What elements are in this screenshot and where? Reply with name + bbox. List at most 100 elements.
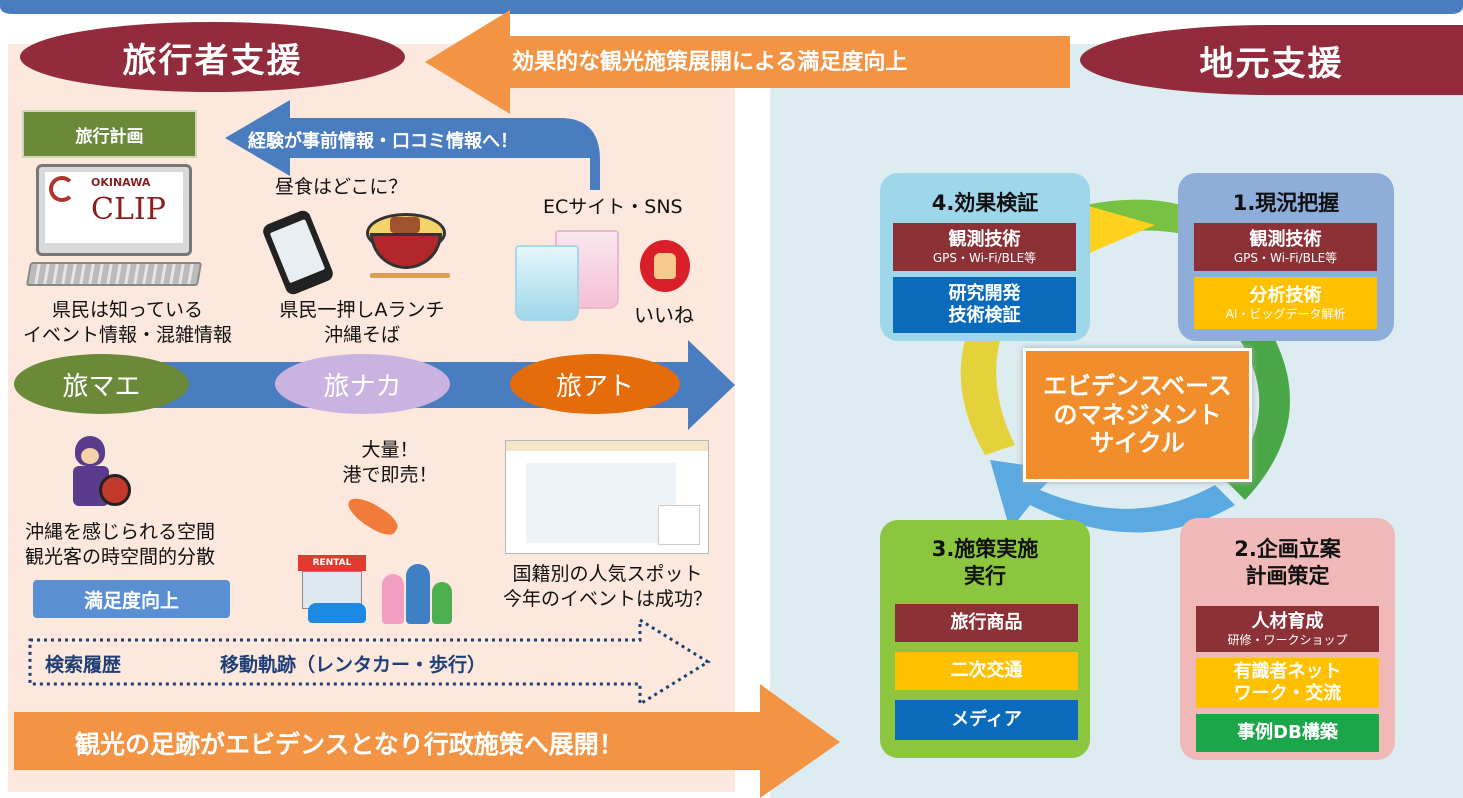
lunch-question: 昼食はどこに？ (275, 176, 408, 198)
map-land (526, 463, 676, 543)
rental-sign-text: RENTAL (312, 558, 352, 568)
step3-box3-label: メディア (951, 709, 1022, 731)
step3-panel: 3.施策実施 実行 旅行商品 二次交通 メディア (880, 520, 1090, 758)
travel-plan-label: 旅行計画 (22, 110, 197, 158)
step2-box3-label: 事例DB構築 (1237, 722, 1338, 744)
phase-after-label: 旅アト (555, 371, 634, 402)
satisfaction-box: 満足度向上 (33, 580, 230, 618)
left-header-ellipse: 旅行者支援 (20, 22, 405, 92)
step3-box2-label: 二次交通 (950, 660, 1023, 682)
travel-plan-text: 旅行計画 (75, 126, 144, 147)
experience-arrow (225, 100, 600, 190)
step1-box2-label: 分析技術 (1249, 285, 1322, 306)
lunch-pick-line1: 県民一押しAランチ (279, 299, 445, 321)
cycle-arc-yellow-top (1085, 205, 1155, 255)
rental-sign: RENTAL (298, 555, 366, 571)
phase-during: 旅ナカ (275, 354, 450, 414)
eisa-dancer-icon (55, 432, 135, 512)
step3-box1: 旅行商品 (895, 604, 1078, 642)
step1-box1: 観測技術 GPS・Wi-Fi/BLE等 (1194, 223, 1377, 271)
spots-text: 国籍別の人気スポット 今年のイベントは成功？ (490, 562, 725, 611)
map-header-bar (506, 441, 708, 451)
step1-title: 1.現況把握 (1232, 191, 1340, 215)
lunch-pick-text: 県民一押しAランチ 沖縄そば (262, 298, 462, 347)
step4-box1: 観測技術 GPS・Wi-Fi/BLE等 (893, 223, 1076, 271)
fish-line1: 大量！ (361, 439, 419, 461)
top-band (0, 0, 1463, 14)
top-arrow-text: 効果的な観光施策展開による満足度向上 (512, 50, 908, 75)
step1-panel: 1.現況把握 観測技術 GPS・Wi-Fi/BLE等 分析技術 AI・ビッグデー… (1178, 173, 1394, 341)
bowl-meat (390, 217, 420, 233)
thumbs-up-icon (640, 240, 690, 292)
locals-know-line1: 県民は知っている (51, 299, 204, 321)
step2-box2-line1: 有識者ネット (1233, 661, 1342, 683)
step4-box2-line2: 技術検証 (948, 305, 1021, 326)
space-line1: 沖縄を感じられる空間 (25, 521, 216, 543)
logo-name-text: CLIP (91, 192, 166, 227)
spots-line2: 今年のイベントは成功？ (502, 587, 712, 610)
step2-box2-line2: ワーク・交流 (1233, 683, 1342, 704)
person-1 (382, 574, 404, 624)
map-legend (658, 505, 700, 545)
rental-car (308, 603, 366, 623)
step2-box1-label: 人材育成 (1251, 611, 1324, 632)
computer-icon: OKINAWA CLIP (25, 162, 203, 290)
person-2 (406, 564, 430, 624)
left-header-title: 旅行者支援 (122, 40, 303, 81)
bottom-arrow-text: 観光の足跡がエビデンスとなり行政施策へ展開！ (75, 730, 624, 759)
popular-spots-map (505, 440, 709, 554)
glass-2 (515, 245, 579, 321)
rental-car-shop-icon: RENTAL (298, 555, 366, 627)
search-history-text: 検索履歴 (45, 654, 122, 676)
step2-box1: 人材育成 研修・ワークショップ (1196, 606, 1379, 652)
step1-box2-sub: AI・ビッグデータ解析 (1225, 306, 1346, 321)
okinawa-clip-logo (49, 176, 75, 202)
satisfaction-text: 満足度向上 (83, 589, 179, 612)
center-line1: エビデンスベース (1043, 371, 1232, 400)
step4-box1-label: 観測技術 (948, 229, 1021, 250)
locals-know-text: 県民は知っている イベント情報・混雑情報 (10, 298, 245, 347)
step2-title-line2: 計画策定 (1245, 564, 1330, 589)
phase-after: 旅アト (510, 354, 680, 414)
step2-title-line1: 2.企画立案 (1234, 537, 1341, 561)
step3-box1-label: 旅行商品 (950, 612, 1023, 634)
center-line3: サイクル (1090, 429, 1185, 458)
glasses-icon (515, 225, 620, 321)
step3-title: 3.施策実施 実行 (880, 536, 1090, 591)
step3-title-line2: 実行 (964, 564, 1006, 589)
cycle-center-box: エビデンスベース のマネジメント サイクル (1023, 348, 1252, 482)
dancer-drum (99, 474, 131, 506)
step1-box2: 分析技術 AI・ビッグデータ解析 (1194, 277, 1377, 329)
keyboard (25, 262, 203, 286)
right-header-title: 地元支援 (1199, 43, 1344, 84)
step2-panel: 2.企画立案 計画策定 人材育成 研修・ワークショップ 有識者ネット ワーク・交… (1180, 518, 1395, 760)
monitor-screen: OKINAWA CLIP (45, 172, 183, 243)
step1-box1-label: 観測技術 (1249, 229, 1322, 250)
experience-arrow-text: 経験が事前情報・口コミ情報へ！ (248, 131, 518, 152)
bottom-orange-arrow (14, 684, 840, 798)
fish-text: 大量！ 港で即売！ (330, 438, 450, 487)
step4-title: 4.効果検証 (931, 191, 1039, 215)
lunch-pick-line2: 沖縄そば (323, 323, 400, 346)
logo-brand-text: OKINAWA (91, 176, 151, 189)
top-orange-arrow (425, 10, 1070, 114)
step4-box2: 研究開発 技術検証 (893, 277, 1076, 333)
step3-box2: 二次交通 (895, 652, 1078, 690)
movement-text: 移動軌跡（レンタカー・歩行） (220, 654, 487, 676)
locals-know-line2: イベント情報・混雑情報 (22, 323, 232, 346)
family-icon (380, 562, 460, 632)
step4-box2-line1: 研究開発 (948, 283, 1021, 305)
like-text: いいね (634, 303, 694, 327)
fish-line2: 港で即売！ (342, 463, 438, 486)
phase-during-label: 旅ナカ (323, 371, 402, 402)
dotted-arrow (28, 617, 711, 707)
thumbs-up-glyph (654, 253, 676, 279)
step4-panel: 4.効果検証 観測技術 GPS・Wi-Fi/BLE等 研究開発 技術検証 (880, 173, 1090, 341)
step2-title: 2.企画立案 計画策定 (1180, 536, 1395, 591)
soba-bowl-icon (362, 205, 450, 285)
step2-box3: 事例DB構築 (1196, 714, 1379, 752)
step1-box1-sub: GPS・Wi-Fi/BLE等 (1233, 250, 1338, 265)
dancer-face (81, 448, 99, 464)
person-3 (432, 582, 452, 624)
cycle-arc-green-right (1225, 330, 1290, 500)
